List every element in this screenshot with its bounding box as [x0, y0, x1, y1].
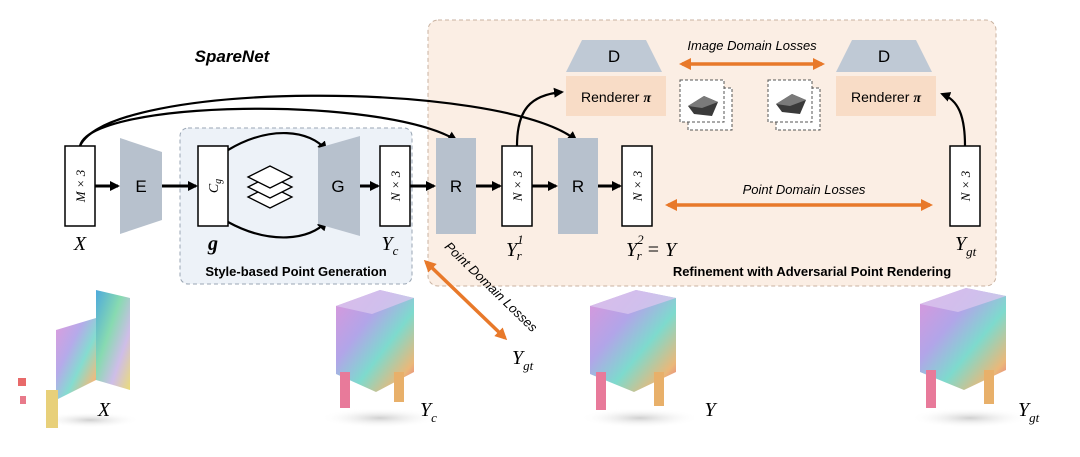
skip-arc-to-r2	[79, 94, 578, 147]
input-var-x: X	[73, 233, 87, 255]
yc-box	[379, 145, 411, 227]
point-cloud-ygt	[910, 288, 1030, 428]
renderer-right-text: Renderer	[851, 89, 910, 105]
generator-block	[318, 136, 360, 236]
yc-main: Y	[382, 233, 395, 255]
cloud-ygt-sub: gt	[1029, 410, 1040, 425]
yc-var: Yc	[382, 233, 399, 258]
diagram-title: SpareNet	[195, 47, 271, 66]
ygt-var: Ygt	[955, 233, 977, 259]
renderer-left	[566, 76, 666, 116]
code-box-label: Cg	[207, 179, 224, 193]
yr2-sup: 2	[637, 232, 644, 247]
yr1-main: Y	[506, 239, 519, 261]
yr2-y: Y	[665, 239, 678, 261]
yc-sub: c	[393, 243, 399, 258]
discriminator-right	[836, 40, 932, 72]
code-main: C	[207, 183, 222, 193]
renderer-right	[836, 76, 936, 116]
cloud-ygt-var: Ygt	[1018, 399, 1040, 425]
point-cloud-y	[580, 290, 700, 428]
renderer-right-pi: π	[913, 91, 921, 106]
image-losses-label: Image Domain Losses	[687, 38, 817, 53]
cloud-y-var: Y	[704, 399, 717, 421]
cloud-yc-sub: c	[431, 410, 437, 425]
generator-label: G	[331, 177, 344, 196]
cloud-input-var: X	[97, 399, 111, 421]
ygt-main: Y	[955, 233, 968, 255]
refiner-label-2: R	[572, 177, 584, 196]
diag-ygt-main: Y	[512, 347, 525, 369]
refiner-label-1: R	[450, 177, 462, 196]
yr2-main: Y	[626, 239, 639, 261]
discriminator-right-label: D	[878, 47, 890, 66]
cloud-yc-var: Yc	[420, 399, 437, 425]
cloud-ygt-main: Y	[1018, 399, 1031, 421]
yr1-to-renderer	[515, 87, 564, 147]
ygt-box-label: N × 3	[958, 170, 973, 202]
renderer-left-pi: π	[643, 91, 651, 106]
discriminator-left-label: D	[608, 47, 620, 66]
diag-ygt-var: Ygt	[512, 347, 534, 373]
stacked-layers-icon	[246, 165, 294, 209]
discriminator-left	[566, 40, 662, 72]
code-box	[197, 145, 229, 227]
point-cloud-input	[18, 290, 140, 428]
yr1-sup: 1	[517, 232, 524, 247]
input-box-label: M × 3	[73, 169, 88, 203]
section-style-label: Style-based Point Generation	[205, 264, 386, 279]
yr2-box-label: N × 3	[630, 170, 645, 202]
ygt-sub: gt	[966, 244, 977, 259]
encoder-block	[120, 138, 162, 234]
code-to-gen-bottom	[227, 220, 328, 239]
input-box	[64, 145, 96, 227]
yr2-eq: =	[648, 239, 659, 261]
renderer-left-text: Renderer	[581, 89, 640, 105]
cloud-yc-main: Y	[420, 399, 433, 421]
code-subscript: g	[213, 179, 224, 184]
ygt-to-renderer	[940, 92, 967, 147]
rendered-image-left	[679, 79, 733, 131]
style-symbol-g: g	[207, 233, 218, 255]
refiner-block-1	[436, 138, 476, 234]
rendered-image-right	[767, 79, 821, 131]
yr2-sub: r	[637, 248, 643, 263]
point-losses-label-right: Point Domain Losses	[743, 182, 866, 197]
diag-ygt-sub: gt	[523, 358, 534, 373]
section-refine-label: Refinement with Adversarial Point Render…	[673, 264, 951, 279]
code-to-gen-top	[227, 131, 328, 152]
yr1-box-label: N × 3	[510, 170, 525, 202]
point-cloud-yc	[320, 290, 440, 428]
yr1-sub: r	[517, 248, 523, 263]
yr2-box	[621, 145, 653, 227]
yc-box-label: N × 3	[388, 170, 403, 202]
encoder-label: E	[135, 177, 146, 196]
point-losses-arrow-diagonal	[423, 259, 508, 341]
refiner-block-2	[558, 138, 598, 234]
